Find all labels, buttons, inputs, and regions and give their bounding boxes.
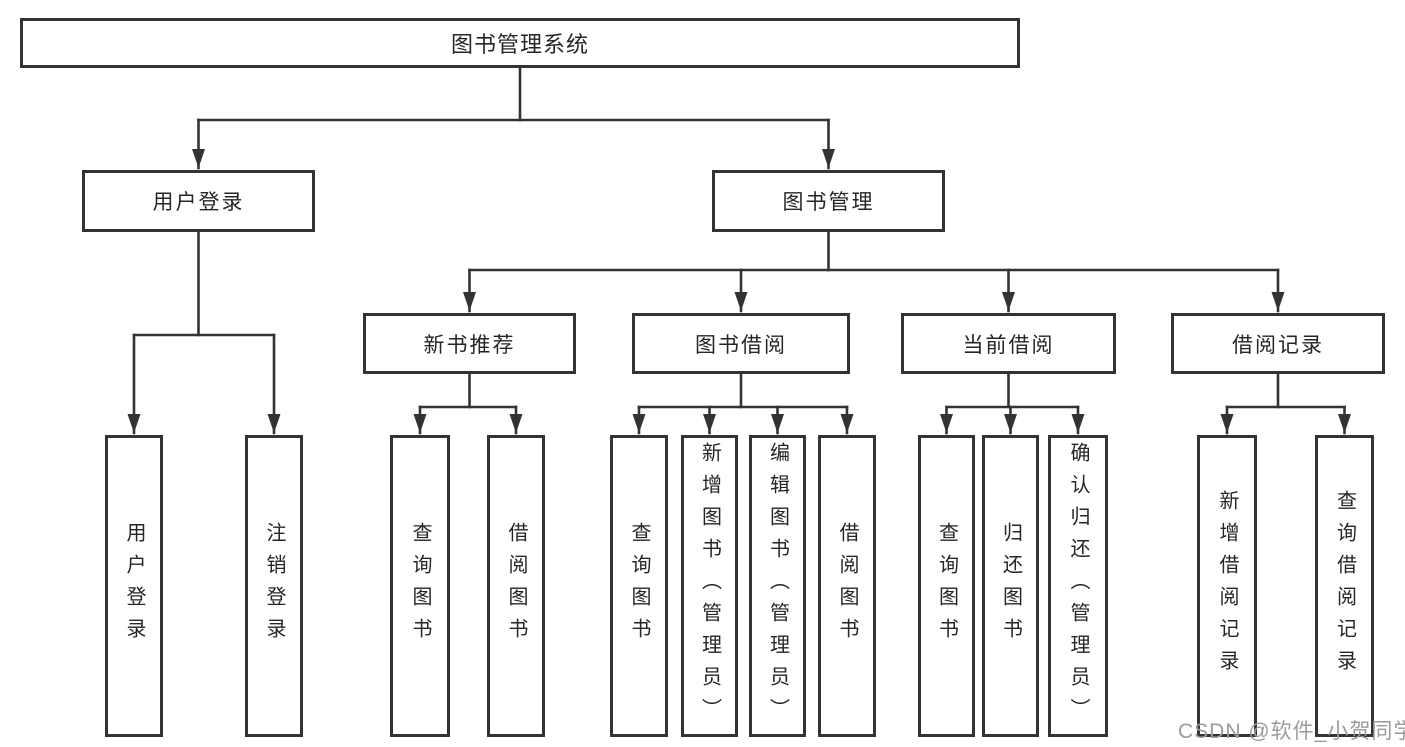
leaf-confirm-return-admin-label: 确认归还（管理员） (1067, 442, 1089, 730)
leaf-edit-books-admin: 编辑图书（管理员） (749, 435, 806, 737)
leaf-query-books-1-label: 查询图书 (409, 522, 431, 650)
node-borrowing-records: 借阅记录 (1171, 313, 1385, 374)
leaf-user-login-label: 用户登录 (123, 522, 145, 650)
node-library-management-system: 图书管理系统 (20, 18, 1020, 68)
node-book-management-label: 图书管理 (782, 191, 875, 214)
leaf-return-books-label: 归还图书 (999, 522, 1022, 650)
leaf-borrow-books-2: 借阅图书 (818, 435, 876, 737)
leaf-query-books-2-label: 查询图书 (628, 522, 650, 650)
leaf-query-borrow-record: 查询借阅记录 (1315, 435, 1374, 737)
node-library-management-system-label: 图书管理系统 (450, 32, 589, 57)
node-new-book-recommend-label: 新书推荐 (423, 333, 516, 357)
node-book-management: 图书管理 (712, 170, 945, 232)
leaf-add-borrow-record: 新增借阅记录 (1197, 435, 1257, 737)
leaf-query-books-3: 查询图书 (918, 435, 975, 737)
leaf-query-books-2: 查询图书 (610, 435, 668, 737)
leaf-borrow-books-1: 借阅图书 (487, 435, 545, 737)
leaf-edit-books-admin-label: 编辑图书（管理员） (766, 442, 789, 730)
csdn-watermark: CSDN @软件_小贺同学 (1178, 720, 1405, 743)
leaf-add-books-admin: 新增图书（管理员） (681, 435, 738, 737)
leaf-borrow-books-1-label: 借阅图书 (505, 522, 527, 650)
leaf-borrow-books-2-label: 借阅图书 (836, 522, 858, 650)
leaf-add-borrow-record-label: 新增借阅记录 (1216, 490, 1238, 682)
node-user-login: 用户登录 (82, 170, 315, 232)
node-user-login-label: 用户登录 (152, 191, 245, 214)
node-book-borrowing-label: 图书借阅 (695, 333, 787, 357)
leaf-query-books-3-label: 查询图书 (935, 522, 958, 650)
node-current-borrowing: 当前借阅 (901, 313, 1116, 374)
leaf-logout-label: 注销登录 (263, 522, 285, 650)
leaf-return-books: 归还图书 (982, 435, 1039, 737)
node-borrowing-records-label: 借阅记录 (1232, 333, 1324, 357)
node-book-borrowing: 图书借阅 (632, 313, 850, 374)
leaf-confirm-return-admin: 确认归还（管理员） (1048, 435, 1108, 737)
leaf-query-books-1: 查询图书 (390, 435, 450, 737)
node-new-book-recommend: 新书推荐 (363, 313, 576, 374)
leaf-logout: 注销登录 (245, 435, 303, 737)
leaf-user-login: 用户登录 (105, 435, 163, 737)
leaf-add-books-admin-label: 新增图书（管理员） (698, 442, 721, 730)
leaf-query-borrow-record-label: 查询借阅记录 (1333, 490, 1356, 682)
node-current-borrowing-label: 当前借阅 (962, 333, 1055, 357)
